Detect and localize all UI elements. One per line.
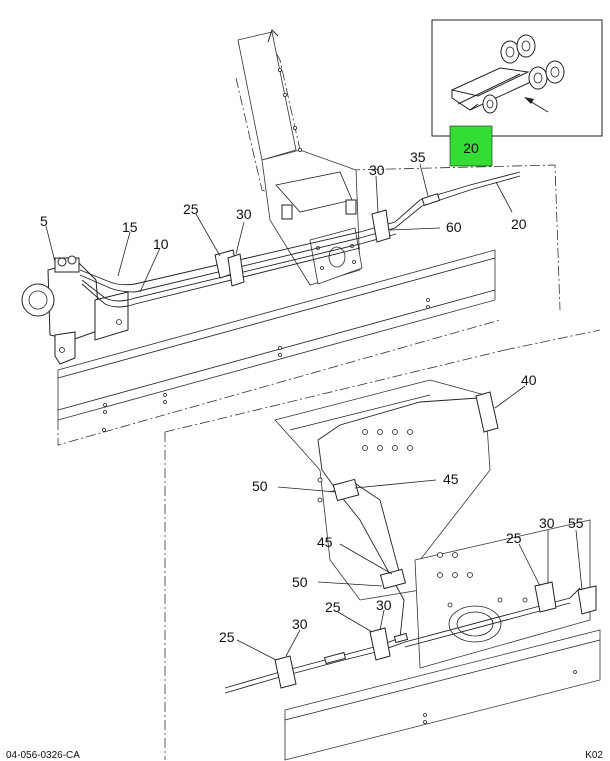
callout-30: 30 [369, 162, 385, 178]
callout-35: 35 [410, 149, 426, 165]
mounting-hole-icon [317, 429, 528, 608]
callout-45: 45 [443, 471, 459, 487]
callout-25: 25 [506, 530, 522, 546]
callout-labels: 5 15 10 25 30 30 35 60 20 40 50 45 45 50… [40, 149, 584, 645]
crossmember-bracket [237, 29, 363, 286]
callout-30: 30 [292, 616, 308, 632]
lower-brake-lines [224, 391, 597, 694]
callout-40: 40 [521, 372, 537, 388]
callout-45: 45 [317, 534, 333, 550]
mounting-hole-icon [102, 298, 430, 432]
callout-15: 15 [122, 219, 138, 235]
leader-lines [45, 163, 583, 661]
callout-55: 55 [568, 515, 584, 531]
callout-50: 50 [292, 574, 308, 590]
callout-25: 25 [183, 201, 199, 217]
drawing-reference-number: 04-056-0326-CA [6, 750, 80, 761]
callout-20: 20 [511, 216, 527, 232]
highlighted-callout-20: 20 [449, 125, 493, 167]
callout-50: 50 [252, 478, 268, 494]
callout-25: 25 [325, 599, 341, 615]
drawing-sheet-code: K02 [585, 750, 603, 761]
highlight-label: 20 [463, 140, 479, 156]
wheel-icon [482, 34, 565, 114]
chassis-inset-view [431, 19, 603, 137]
abs-modulator-valve [21, 255, 129, 365]
callout-30: 30 [539, 515, 555, 531]
callout-10: 10 [153, 236, 169, 252]
lower-frame-section [164, 329, 601, 761]
callout-30: 30 [376, 597, 392, 613]
callout-30: 30 [236, 206, 252, 222]
upper-brake-lines [79, 171, 521, 308]
callout-5: 5 [40, 213, 48, 229]
callout-25: 25 [219, 629, 235, 645]
callout-60: 60 [446, 219, 462, 235]
view-direction-arrow-icon [524, 97, 549, 113]
